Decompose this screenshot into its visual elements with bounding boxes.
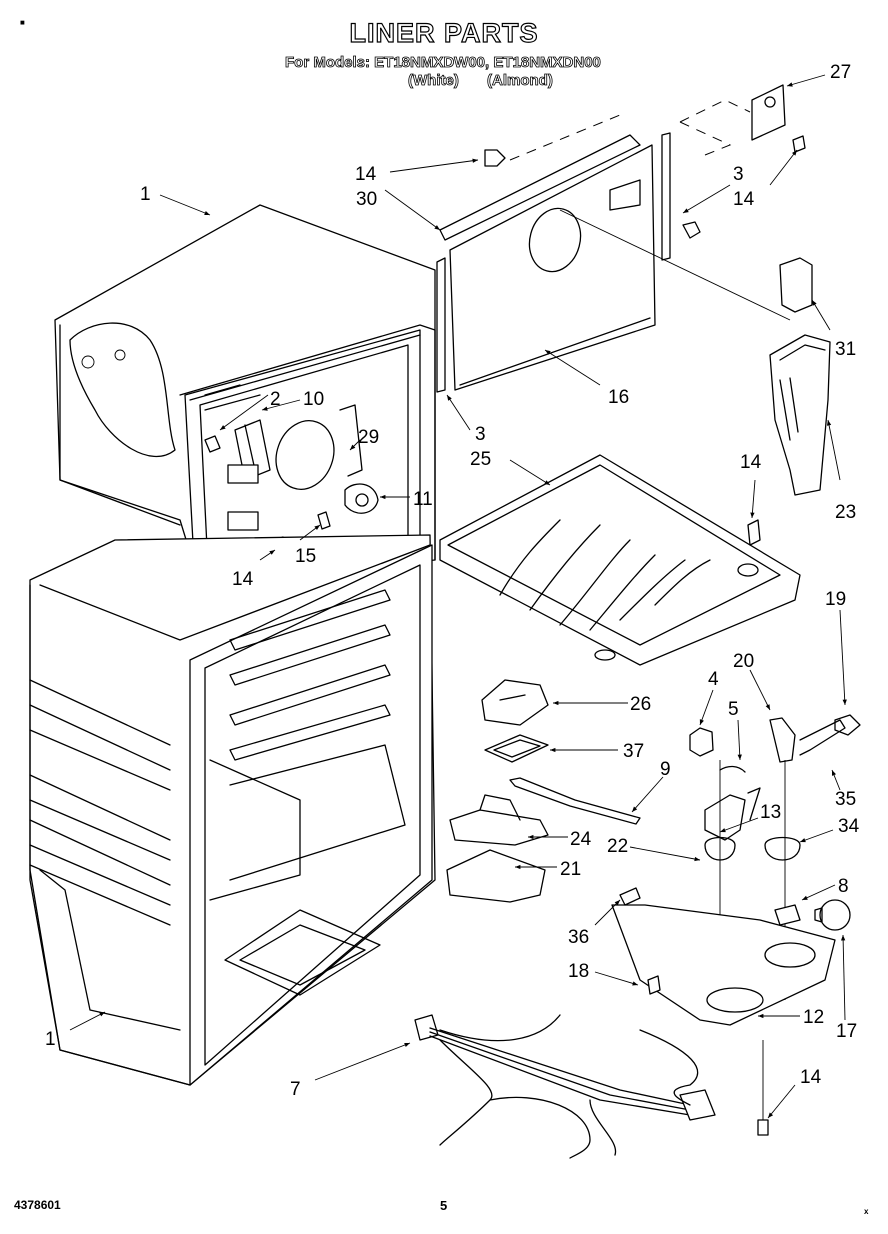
callout-14-left: 14 [232,569,254,590]
callout-1-lower: 1 [45,1029,56,1050]
evaporator-cover [439,454,801,666]
callout-7: 7 [290,1079,301,1100]
corner-mark-bottom: x [864,1207,869,1216]
callout-15: 15 [295,546,316,567]
callout-4: 4 [708,669,719,690]
callout-8: 8 [838,876,849,897]
callout-labels: 1 1 2 3 3 4 5 7 8 9 10 11 12 13 14 14 14… [45,62,860,1100]
screws [484,149,769,1136]
callout-11: 11 [413,489,433,510]
light-assembly [611,714,861,1026]
callout-14-cover: 14 [740,452,762,473]
corner-mark-top: ■ [20,18,25,27]
callout-10: 10 [303,389,324,410]
document-number: 4378601 [14,1198,61,1212]
diagram-title: LINER PARTS [349,17,539,48]
color-label-white: (White) [408,72,460,90]
callout-34: 34 [838,816,860,837]
callout-1-upper: 1 [140,184,151,205]
callout-18: 18 [568,961,589,982]
callout-2: 2 [270,389,281,410]
callout-17: 17 [836,1021,857,1042]
bracket [679,84,806,156]
callout-24: 24 [570,829,592,850]
callout-14-top: 14 [355,164,377,185]
callout-14-bottom: 14 [800,1067,822,1088]
leader-lines [69,74,847,1119]
callout-12: 12 [803,1007,824,1028]
models-line: For Models: ET18NMXDW00, ET18NMXDN00 [285,54,602,72]
callout-35: 35 [835,789,856,810]
callout-29: 29 [358,427,379,448]
callout-22: 22 [607,836,628,857]
callout-21: 21 [560,859,581,880]
callout-5: 5 [728,699,739,720]
callout-16: 16 [608,387,629,408]
callout-20: 20 [733,651,754,672]
callout-14-right: 14 [733,189,755,210]
wire-harness [414,1014,716,1159]
callout-25: 25 [470,449,491,470]
callout-37: 37 [623,741,644,762]
callout-30: 30 [356,189,377,210]
callout-9: 9 [660,759,671,780]
page-number: 5 [440,1198,448,1213]
callout-23: 23 [835,502,856,523]
rear-panel [436,114,791,393]
callout-27: 27 [830,62,851,83]
color-label-almond: (Almond) [487,72,554,90]
callout-26: 26 [630,694,651,715]
fresh-food-liner [29,534,436,1086]
control-components [446,679,641,903]
callout-36: 36 [568,927,589,948]
callout-3-left: 3 [475,424,486,445]
callout-19: 19 [825,589,846,610]
air-duct [769,257,831,496]
callout-3-right: 3 [733,164,744,185]
callout-31: 31 [835,339,856,360]
callout-13: 13 [760,802,781,823]
